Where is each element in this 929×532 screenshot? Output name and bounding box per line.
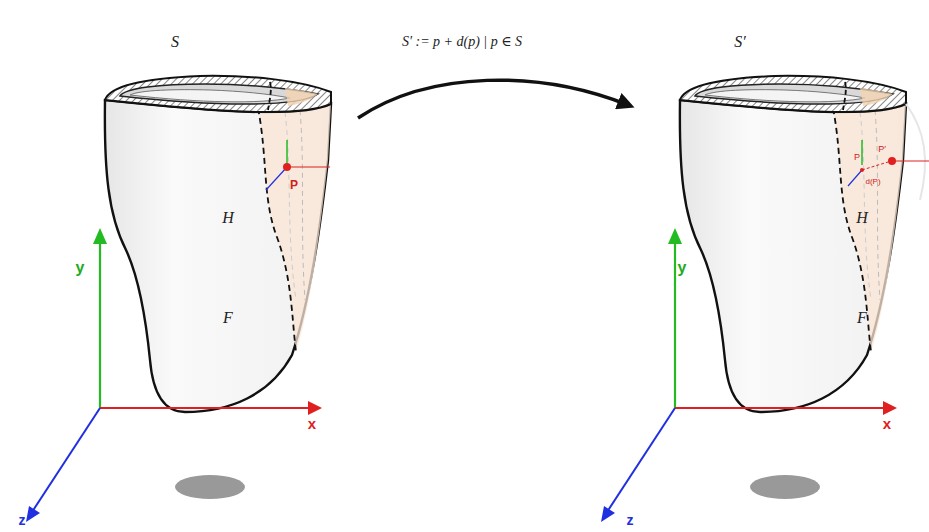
displacement-label: d(P) bbox=[865, 178, 880, 187]
point-label: P′ bbox=[878, 145, 886, 155]
axis-label: y bbox=[76, 259, 85, 277]
region-label: F bbox=[223, 309, 233, 327]
socket-shape-deformed bbox=[601, 76, 906, 522]
axis-label: y bbox=[678, 259, 687, 277]
shape-name: S′ bbox=[734, 33, 746, 51]
point-label: P bbox=[854, 153, 860, 163]
mapping-formula: S′ := p + d(p) | p ∈ S bbox=[402, 34, 522, 49]
point-label: P bbox=[290, 179, 298, 192]
axis-label: z bbox=[627, 513, 634, 528]
axis-label: x bbox=[883, 416, 891, 433]
region-label: H bbox=[222, 209, 234, 227]
region-label: H bbox=[856, 209, 868, 227]
socket-shape bbox=[26, 76, 331, 522]
mapping-arrow bbox=[358, 80, 628, 118]
shape-name: S bbox=[171, 33, 179, 51]
region-label: F bbox=[857, 309, 867, 327]
displaced-point-frame bbox=[848, 104, 929, 200]
axis-label: x bbox=[308, 416, 316, 433]
axis-label: z bbox=[19, 513, 26, 528]
